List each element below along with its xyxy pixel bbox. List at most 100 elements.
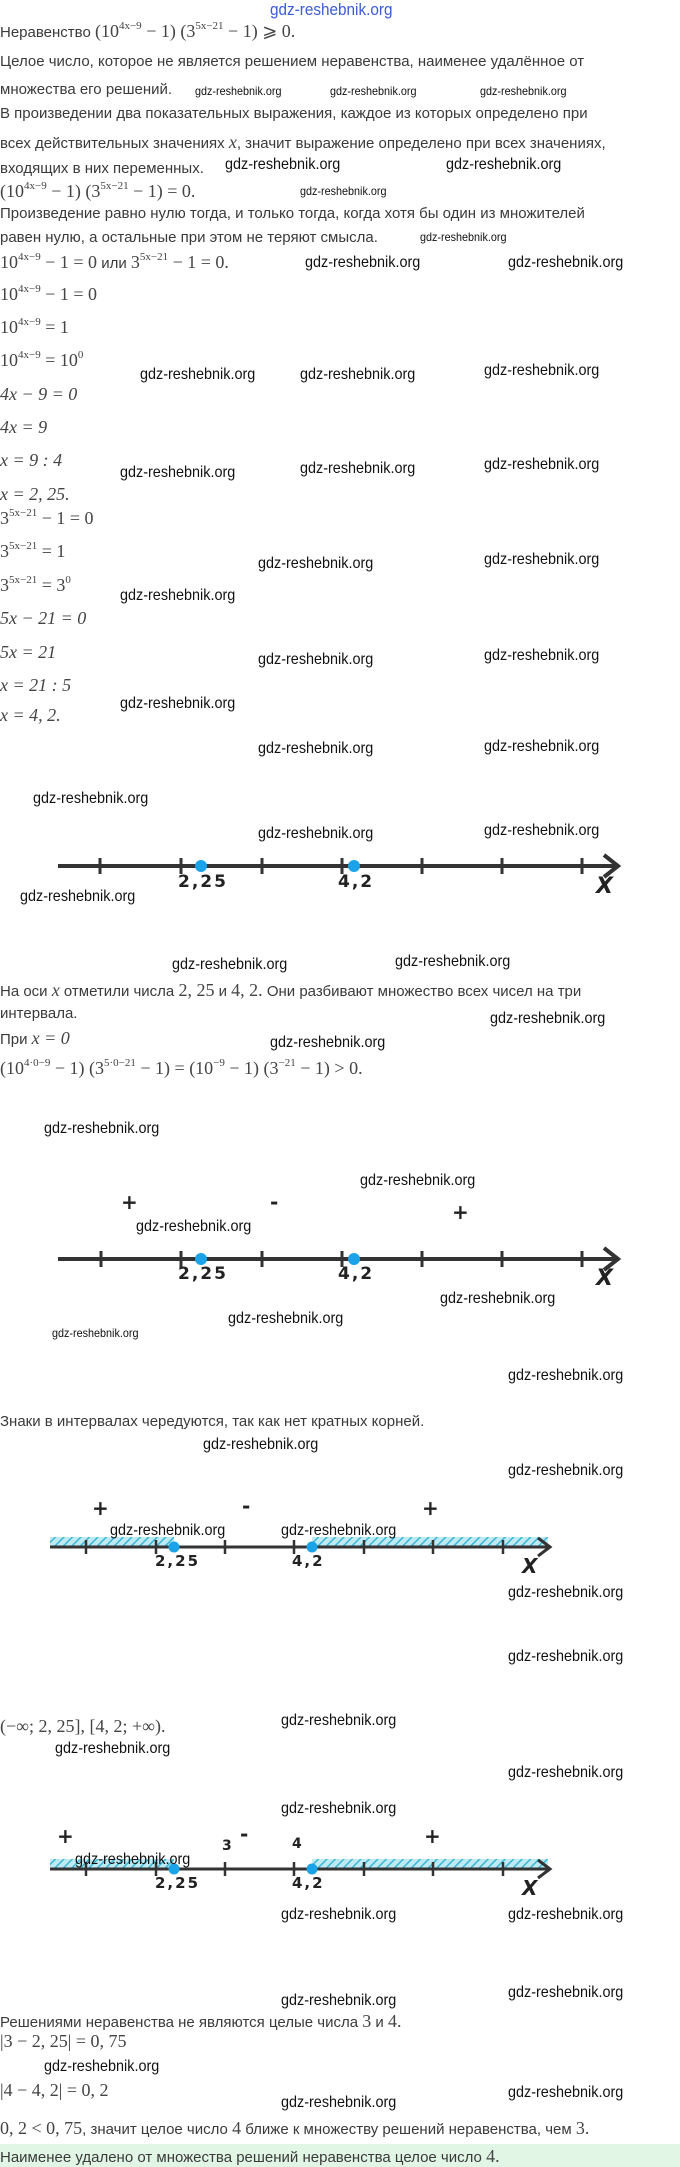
- watermark: gdz-reshebnik.org: [33, 790, 149, 807]
- text-segment: входящих в них переменных.: [0, 160, 204, 177]
- watermark: gdz-reshebnik.org: [508, 1462, 624, 1479]
- site-watermark-link[interactable]: gdz-reshebnik.org: [270, 0, 393, 19]
- integer-label-3: 3: [222, 1838, 234, 1854]
- watermark: gdz-reshebnik.org: [508, 1906, 624, 1923]
- text-line: На оси x отметили числа 2, 25 и 4, 2. Он…: [0, 980, 581, 1002]
- watermark: gdz-reshebnik.org: [440, 1290, 556, 1307]
- text-segment: На оси: [0, 983, 52, 1000]
- math-expression: = 1: [37, 541, 66, 561]
- watermark: gdz-reshebnik.org: [44, 2058, 160, 2075]
- watermark: gdz-reshebnik.org: [484, 362, 600, 379]
- axis-label: X: [596, 874, 613, 899]
- math-expression: x = 21 : 5: [0, 675, 72, 695]
- math-expression: x: [51, 980, 60, 1000]
- watermark: gdz-reshebnik.org: [44, 1120, 160, 1137]
- text-segment: и: [371, 2014, 388, 2031]
- math-line: 5x − 21 = 0: [0, 608, 86, 630]
- math-line: x = 4, 2.: [0, 705, 61, 727]
- math-expression: = 3: [37, 575, 66, 595]
- math-expression: 4, 2.: [231, 980, 263, 1000]
- watermark: gdz-reshebnik.org: [281, 1800, 397, 1817]
- answer-intervals: (−∞; 2, 25], [4, 2; +∞).: [0, 1716, 165, 1738]
- watermark: gdz-reshebnik.org: [484, 456, 600, 473]
- watermark: gdz-reshebnik.org: [120, 695, 236, 712]
- watermark: gdz-reshebnik.org: [395, 953, 511, 970]
- number-line-roots: [58, 853, 622, 879]
- text-segment: отметили числа: [59, 983, 179, 1000]
- math-exponent: 4x−9: [18, 316, 41, 328]
- watermark: gdz-reshebnik.org: [20, 888, 136, 905]
- watermark: gdz-reshebnik.org: [281, 1992, 397, 2009]
- watermark: gdz-reshebnik.org: [172, 956, 288, 973]
- text-segment: интервала.: [0, 1005, 78, 1022]
- watermark: gdz-reshebnik.org: [484, 647, 600, 664]
- text-segment: При: [0, 1031, 32, 1048]
- math-line: 35x−21 = 1: [0, 541, 65, 563]
- math-expression: 5x = 21: [0, 642, 57, 662]
- math-expression: 4: [232, 2118, 242, 2138]
- text-line: входящих в них переменных.: [0, 159, 204, 179]
- root-label: 2,25: [155, 1874, 201, 1892]
- root-label: 2,25: [155, 1552, 201, 1570]
- integer-label-4: 4: [292, 1836, 304, 1852]
- math-expression: 10: [0, 317, 18, 337]
- text-line: Решениями неравенства не являются целые …: [0, 2011, 401, 2033]
- final-answer: Наименее удалено от множества решений не…: [0, 2146, 500, 2167]
- number-line-solution: [50, 1536, 553, 1558]
- sign-plus: +: [92, 1496, 109, 1520]
- text-line: равен нулю, а остальные при этом не теря…: [0, 228, 378, 248]
- root-label: 2,25: [178, 872, 228, 892]
- math-line: (104x−9 − 1) (35x−21 − 1) = 0.: [0, 181, 195, 203]
- text-line: интервала.: [0, 1004, 77, 1024]
- math-expression: (10: [94, 21, 119, 41]
- math-expression: 3: [0, 541, 9, 561]
- text-segment: множества его решений.: [0, 81, 173, 98]
- math-expression: x = 2, 25.: [0, 484, 70, 504]
- math-exponent: 5x−21: [139, 251, 169, 263]
- math-line: 104x−9 − 1 = 0: [0, 284, 97, 306]
- text-segment: Произведение равно нулю тогда, и только …: [0, 205, 585, 222]
- math-exponent: 5x−21: [195, 20, 224, 32]
- solution-interval-right: [312, 1537, 548, 1547]
- number-line-signs: [58, 1246, 622, 1272]
- math-exponent: 5x−21: [100, 180, 129, 192]
- math-exponent: 5x−21: [9, 507, 38, 519]
- math-exponent: 4x−9: [18, 283, 41, 295]
- math-exponent: 4x−9: [18, 251, 41, 263]
- sign-plus: +: [121, 1190, 138, 1214]
- watermark: gdz-reshebnik.org: [55, 1740, 171, 1757]
- math-line: 104x−9 = 100: [0, 350, 83, 372]
- math-line: 35x−21 = 30: [0, 575, 71, 597]
- math-expression: (10: [0, 1058, 24, 1078]
- math-expression: 10: [0, 252, 18, 272]
- text-segment: , значит выражение определено при всех з…: [236, 135, 606, 152]
- math-expression: − 1) > 0.: [295, 1058, 363, 1078]
- math-exponent: 5x−21: [9, 540, 38, 552]
- math-exponent: 4x−9: [118, 20, 142, 32]
- watermark: gdz-reshebnik.org: [305, 254, 421, 271]
- answer-highlight: [0, 2144, 680, 2167]
- math-exponent: 5x−21: [9, 574, 38, 586]
- watermark: gdz-reshebnik.org: [508, 2084, 624, 2101]
- math-exponent: 4·0−9: [24, 1057, 51, 1069]
- watermark: gdz-reshebnik.org: [120, 464, 236, 481]
- text-segment: В произведении два показательных выражен…: [0, 105, 588, 122]
- watermark: gdz-reshebnik.org: [484, 822, 600, 839]
- math-expression: − 1 = 0: [37, 508, 94, 528]
- math-line: x = 21 : 5: [0, 675, 71, 697]
- watermark: gdz-reshebnik.org: [258, 740, 374, 757]
- text-segment: Неравенство: [0, 24, 95, 41]
- text-segment: Наименее удалено от множества решений не…: [0, 2149, 487, 2166]
- watermark: gdz-reshebnik.org: [508, 1984, 624, 2001]
- sign-minus: -: [240, 1822, 249, 1846]
- text-segment: Они разбивают множество всех чисел на тр…: [262, 983, 582, 1000]
- watermark: gdz-reshebnik.org: [281, 1522, 397, 1539]
- watermark: gdz-reshebnik.org: [490, 1010, 606, 1027]
- math-exponent: 0: [77, 349, 84, 361]
- watermark: gdz-reshebnik.org: [300, 184, 387, 198]
- text-segment: ближе к множеству решений неравенства, ч…: [241, 2121, 576, 2138]
- math-expression: − 1) = 0.: [128, 181, 196, 201]
- watermark: gdz-reshebnik.org: [508, 254, 624, 271]
- math-line: |4 − 4, 2| = 0, 2: [0, 2080, 109, 2102]
